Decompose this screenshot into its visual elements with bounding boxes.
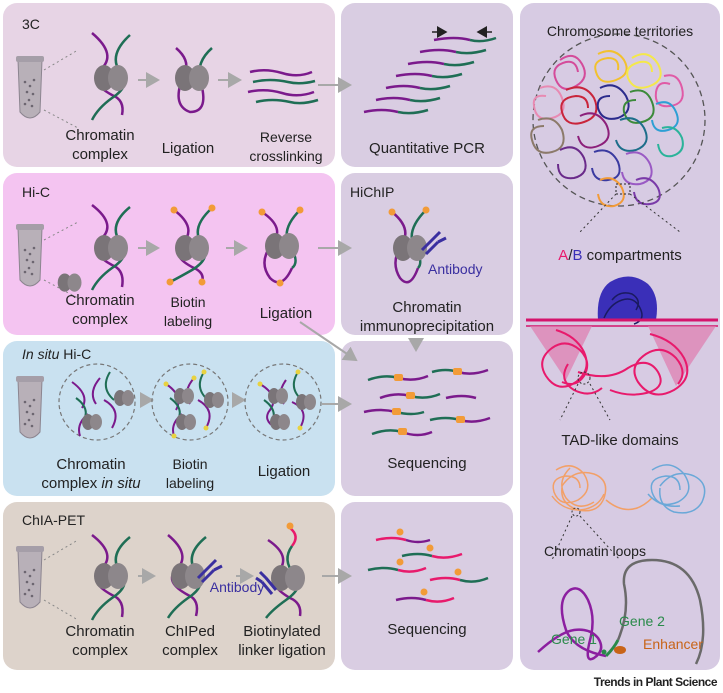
hichip-antibody-label: Antibody (428, 261, 483, 277)
hic-chromatin-label: Chromatin complex (40, 291, 160, 329)
linker-ligation-text: linker ligation (238, 642, 326, 659)
gene2-label: Gene 2 (619, 613, 665, 629)
hichip-ip-label: Chromatin immunoprecipitation (341, 298, 513, 336)
chiapet-tube-icon (15, 539, 79, 621)
insitu-nucleus-3 (244, 363, 322, 441)
chiapet-chromatin-complex (90, 534, 131, 621)
insitu-title-italic: In situ (22, 346, 60, 362)
biotinylated-linker-label: Biotinylated linker ligation (226, 622, 338, 660)
insitu-nucleus-1 (57, 273, 136, 441)
hichip-title: HiChIP (350, 184, 395, 200)
insitu-tube-icon (15, 375, 45, 439)
3c-title: 3C (22, 16, 40, 32)
3c-ligation-label: Ligation (161, 140, 215, 157)
insitu-in-situ-text: in situ (101, 475, 141, 492)
insitu-title: In situ Hi-C (22, 346, 91, 362)
biotinylated-text: Biotinylated (243, 623, 321, 640)
3c-chromatin-label: Chromatin complex (40, 126, 160, 164)
hic-tube-icon (15, 221, 79, 299)
hic-complex-text: complex (72, 311, 128, 328)
chiped-complex (166, 534, 223, 619)
3c-reverse-crosslinking-label: Reverse crosslinking (238, 128, 334, 166)
insitu-biotin-labeling-label: Biotin labeling (150, 455, 230, 493)
gene1-label: Gene 1 (551, 631, 597, 647)
ab-rest-text: compartments (582, 247, 682, 264)
ab-slash-text: / (568, 247, 573, 264)
chiapet-chromatin-label: Chromatin complex (40, 622, 160, 660)
insitu-nucleus-2 (151, 363, 229, 441)
insitu-biotin-text: Biotin (172, 456, 208, 472)
sequencing-fragments-2 (367, 536, 489, 603)
panel-3c (3, 3, 335, 167)
journal-footer: Trends in Plant Science (593, 675, 718, 689)
ab-b-text: B (572, 247, 583, 264)
chiped-complex-label: ChIPed complex (150, 622, 230, 660)
insitu-ligation-label: Ligation (257, 463, 311, 480)
sequencing-biotin-dots-2 (396, 528, 462, 596)
chromosome-territories (530, 33, 706, 233)
biotinylated-linker-complex (255, 522, 305, 619)
qpcr-amplified-fragments (363, 36, 497, 115)
chiapet-title: ChIA-PET (22, 512, 86, 528)
3c-linear-fragments (247, 69, 319, 105)
panel-sequencing-2 (341, 502, 513, 670)
sequencing-fragments-1 (363, 368, 491, 437)
hic-ligation-label: Ligation (259, 305, 313, 322)
3c-ligation-loop (175, 47, 213, 114)
panel-sequencing-1 (341, 341, 513, 496)
3c-reverse-text: Reverse (259, 129, 313, 145)
hic-labeling-text: labeling (163, 313, 213, 329)
ab-compartments (526, 276, 718, 327)
hic-chromatin-text: Chromatin (65, 292, 135, 309)
territories-label: Chromosome territories (546, 23, 694, 39)
ab-compartments-label: A/B compartments (520, 246, 720, 265)
3c-tube-icon (15, 49, 79, 129)
sequencing-1-label: Sequencing (387, 455, 467, 472)
3c-chromatin-complex (90, 32, 131, 121)
insitu-complex-text: complex (41, 475, 102, 492)
insitu-title-rest: Hi-C (59, 346, 92, 362)
hic-biotin-text: Biotin (170, 294, 206, 310)
hichip-immuno-text: immunoprecipitation (359, 318, 495, 335)
qpcr-label: Quantitative PCR (369, 140, 485, 157)
hic-biotin-labeled-complex (166, 204, 216, 286)
chromatin-loops (551, 464, 706, 561)
hic-chromatin-complex (90, 204, 131, 291)
tad-label: TAD-like domains (561, 432, 679, 449)
insitu-chromatin-label: Chromatin complex in situ (26, 455, 156, 493)
loops-label: Chromatin loops (544, 543, 646, 559)
3c-chromatin-text: Chromatin (65, 127, 135, 144)
enhancer-label: Enhancer (643, 636, 703, 652)
chiped-text: ChIPed (164, 623, 216, 640)
chiapet-chromatin-text: Chromatin (65, 623, 135, 640)
ab-a-text: A (558, 247, 569, 264)
hichip-antibody-complex (388, 206, 447, 284)
hic-title: Hi-C (22, 184, 50, 200)
hichip-chromatin-text: Chromatin (392, 299, 462, 316)
gene-enhancer-loop (537, 558, 705, 665)
sequencing-biotin-junctions-1 (392, 368, 465, 435)
insitu-chromatin-text: Chromatin (56, 456, 126, 473)
hic-ligated-loop (258, 206, 304, 287)
sequencing-2-label: Sequencing (387, 621, 467, 638)
hic-biotin-labeling-label: Biotin labeling (148, 293, 228, 331)
chiped-complex-text: complex (162, 642, 218, 659)
chiapet-complex-text: complex (72, 642, 128, 659)
chiapet-antibody-label: Antibody (209, 579, 265, 595)
insitu-labeling-text: labeling (165, 475, 215, 491)
3c-complex-text: complex (72, 146, 128, 163)
3c-crosslinking-text: crosslinking (249, 148, 323, 164)
tad-like-domains (530, 326, 716, 421)
